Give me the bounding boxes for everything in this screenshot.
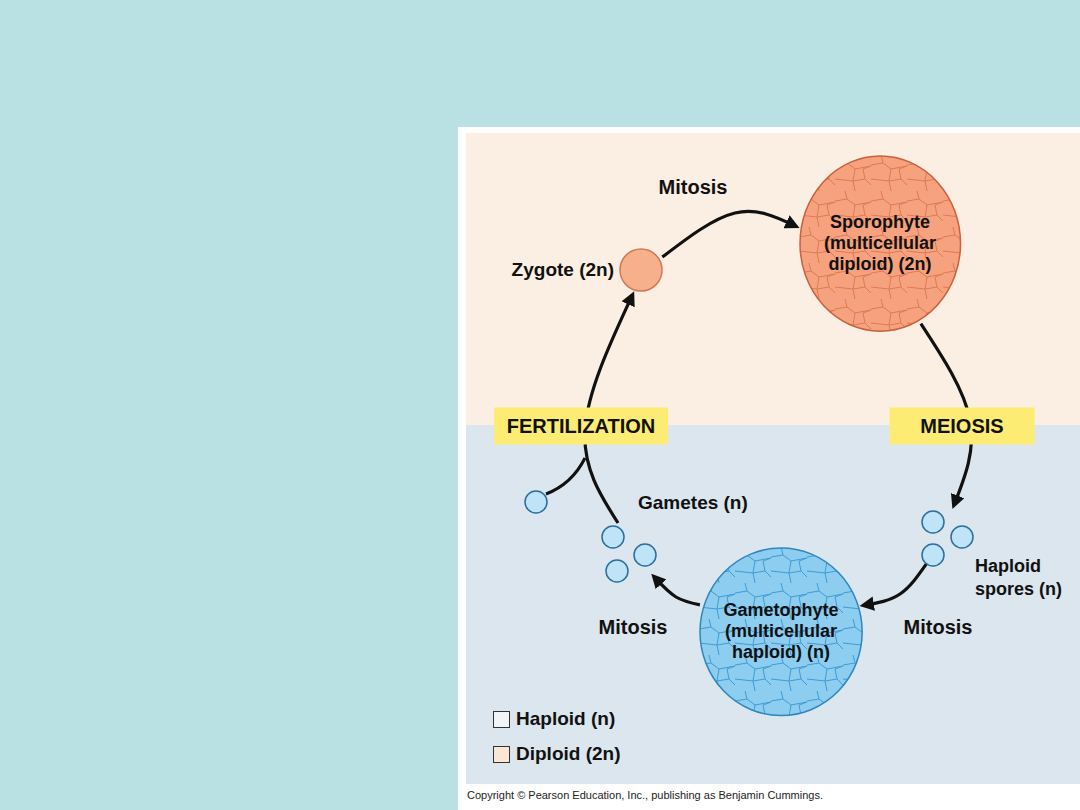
process-label: Mitosis (599, 616, 668, 639)
stage-label: Zygote (2n) (474, 258, 614, 281)
cycle-arrow (655, 578, 700, 605)
cell-dots (600, 524, 658, 584)
small-cell (634, 544, 656, 566)
cell-dots (920, 509, 976, 569)
copyright-note: Copyright © Pearson Education, Inc., pub… (467, 789, 823, 801)
haploid-region (466, 425, 1080, 784)
process-label: Mitosis (904, 616, 973, 639)
cell-group: Haploid spores (n) (920, 509, 976, 569)
cell-body (700, 548, 862, 716)
process-banner: MEIOSIS (890, 408, 1035, 445)
cell-label: Gametophyte (multicellular haploid) (n) (715, 600, 847, 663)
diploid-region (466, 133, 1080, 425)
small-cell (951, 526, 973, 548)
cell-texture (700, 548, 862, 716)
generation-cell: Gametophyte (multicellular haploid) (n) (699, 547, 863, 717)
legend-row: Haploid (n) (493, 708, 615, 730)
cell-group: Gametes (n) (600, 524, 658, 584)
small-cell (606, 560, 628, 582)
cycle-arrow (865, 563, 927, 605)
label-holder: Zygote (2n) (474, 258, 614, 281)
cell-dots (619, 248, 663, 292)
panel (458, 127, 1080, 810)
legend-swatch (493, 746, 510, 763)
label-holder: Haploid spores (n) (975, 555, 1076, 601)
process-banner: FERTILIZATION (494, 408, 668, 445)
gamete-join-line (546, 458, 585, 494)
small-cell (602, 526, 624, 548)
cell-label: Sporophyte (multicellular diploid) (2n) (814, 212, 946, 275)
cell-body (800, 156, 961, 331)
process-label: Mitosis (659, 176, 728, 199)
legend-swatch (493, 711, 510, 728)
small-cell (922, 511, 944, 533)
zygote-cell (620, 249, 662, 291)
stage-label: Gametes (n) (638, 491, 768, 514)
label-holder: Gametes (n) (638, 491, 768, 514)
small-cell (922, 544, 944, 566)
legend-row: Diploid (2n) (493, 743, 620, 765)
generation-cell: Sporophyte (multicellular diploid) (2n) (799, 155, 962, 332)
cell-group: Zygote (2n) (619, 248, 663, 292)
legend-text: Diploid (2n) (516, 743, 620, 765)
stage-label: Haploid spores (n) (975, 555, 1076, 601)
text-holder: Sporophyte (multicellular diploid) (2n) (799, 155, 962, 332)
cycle-arrow (662, 211, 794, 257)
gamete-cell (525, 491, 547, 513)
cell-texture (800, 156, 961, 331)
text-holder: Gametophyte (multicellular haploid) (n) (699, 547, 863, 717)
legend-text: Haploid (n) (516, 708, 615, 730)
